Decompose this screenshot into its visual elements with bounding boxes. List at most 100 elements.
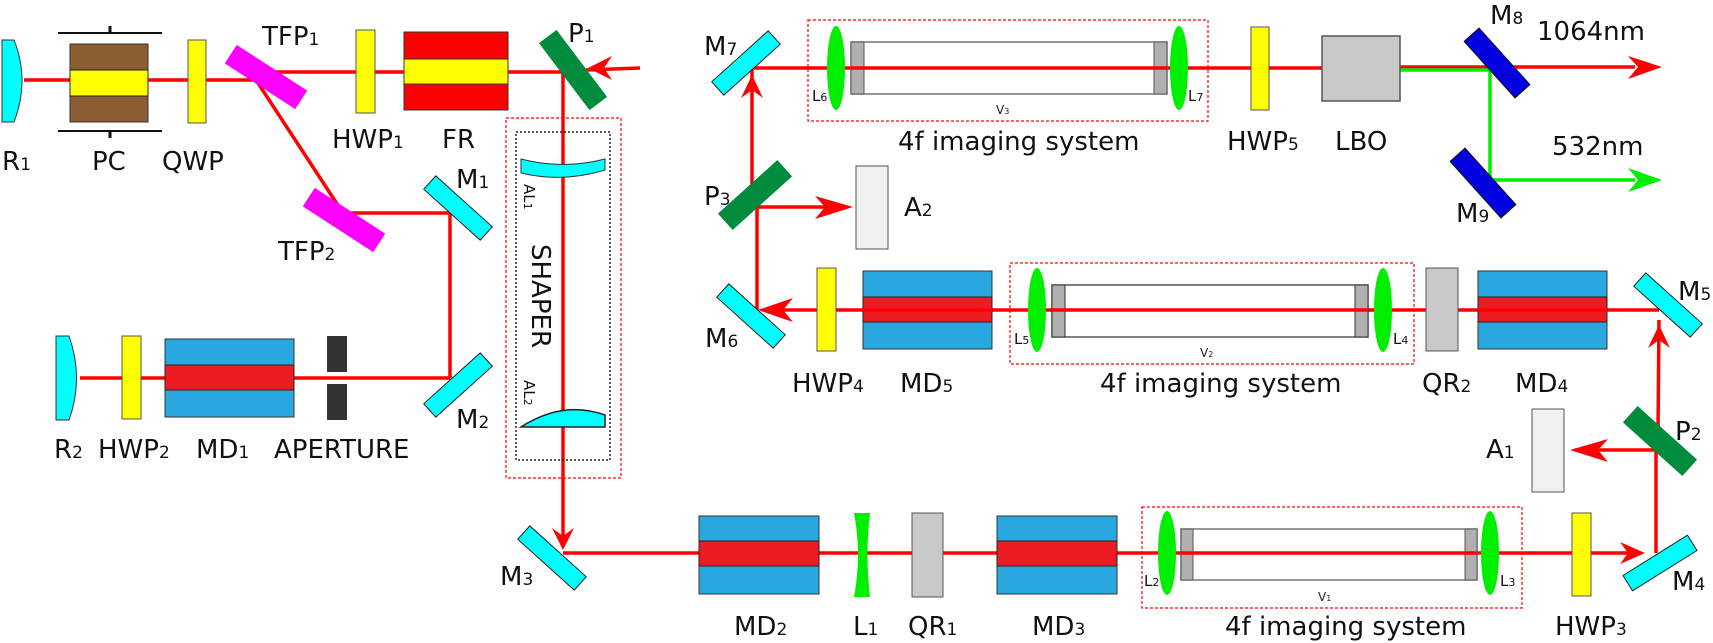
p2-polarizer [1622, 406, 1698, 476]
m1-mirror [423, 175, 493, 241]
hwp3-waveplate [1571, 512, 1592, 597]
label-hwp2: HWP2 [98, 435, 170, 465]
label-shaper: SHAPER [525, 244, 555, 348]
pockels-cell [58, 26, 162, 138]
output-532-label: 532nm [1552, 132, 1643, 162]
label-hwp3: HWP3 [1555, 612, 1627, 642]
label-md5: MD5 [900, 369, 953, 399]
md2-module [698, 515, 820, 595]
label-pc: PC [92, 147, 126, 177]
label-md1: MD1 [196, 435, 249, 465]
l6-lens-icon [827, 26, 845, 110]
label-v1: V1 [1318, 590, 1331, 604]
a1-absorber [1531, 408, 1565, 493]
label-lbo: LBO [1335, 127, 1387, 157]
label-m8: M8 [1490, 1, 1523, 31]
label-p2: P2 [1675, 417, 1702, 447]
imaging-system-3-label: 4f imaging system [898, 127, 1139, 157]
label-r1: R1 [2, 147, 31, 177]
label-hwp1: HWP1 [332, 125, 404, 155]
l3-lens-icon [1481, 511, 1499, 595]
label-md2: MD2 [734, 612, 787, 642]
imaging-system-1-label: 4f imaging system [1225, 612, 1466, 642]
r1-mirror-icon [1, 39, 23, 123]
output-532-arrow-icon [1628, 168, 1662, 192]
hwp4-waveplate [816, 267, 837, 352]
imaging-system-2-box [1009, 262, 1415, 365]
label-v3: V3 [996, 103, 1009, 117]
qr1-rotator [911, 512, 944, 598]
hwp1-waveplate [355, 29, 376, 114]
al2-lens-icon [518, 408, 606, 428]
label-m7: M7 [704, 32, 737, 62]
label-p3: P3 [704, 182, 731, 212]
m7-mirror [711, 30, 781, 96]
label-l5: L5 [1014, 330, 1029, 348]
l2-lens-icon [1158, 511, 1176, 595]
l7-lens-icon [1170, 26, 1188, 110]
l5-lens-icon [1028, 268, 1046, 352]
imaging-system-3-box [807, 19, 1209, 122]
r2-mirror-icon [55, 335, 77, 421]
label-hwp4: HWP4 [792, 369, 864, 399]
faraday-rotator [403, 31, 509, 111]
m4-mirror [1622, 534, 1698, 592]
shaper-outer-box [505, 117, 622, 479]
input-arrow-icon [588, 56, 612, 80]
label-l4: L4 [1393, 330, 1408, 348]
imaging-system-1-box [1141, 506, 1523, 609]
label-m4: M4 [1672, 567, 1705, 597]
label-tfp2: TFP2 [277, 237, 335, 267]
al1-lens-icon [520, 158, 606, 178]
label-l6: L6 [812, 87, 827, 105]
label-fr: FR [442, 125, 475, 155]
label-l1: L1 [853, 612, 878, 642]
label-l7: L7 [1188, 87, 1203, 105]
m2-mirror [423, 352, 493, 418]
label-md3: MD3 [1032, 612, 1085, 642]
output-1064-arrow-icon [1628, 56, 1662, 79]
label-al1: AL1 [520, 184, 538, 210]
label-tfp1: TFP1 [261, 22, 319, 52]
md3-module [996, 515, 1118, 595]
a2-absorber [855, 165, 889, 250]
label-m5: M5 [1678, 277, 1711, 307]
label-a1: A1 [1486, 435, 1515, 465]
m5-mirror [1633, 272, 1703, 338]
hwp5-waveplate [1250, 26, 1270, 111]
label-p1: P1 [568, 19, 595, 49]
label-m3: M3 [500, 562, 533, 592]
label-md4: MD4 [1515, 369, 1568, 399]
m8-mirror [1463, 27, 1531, 99]
label-r2: R2 [54, 435, 83, 465]
md1-module [164, 338, 295, 418]
tfp2-polarizer [302, 187, 386, 253]
label-m6: M6 [705, 324, 738, 354]
label-m9: M9 [1456, 199, 1489, 229]
m6-mirror [716, 283, 786, 349]
label-l2: L2 [1144, 572, 1159, 590]
p1-polarizer [538, 29, 608, 111]
label-v2: V2 [1200, 346, 1213, 360]
label-qr2: QR2 [1422, 369, 1471, 399]
imaging-system-2-label: 4f imaging system [1100, 369, 1341, 399]
output-1064-label: 1064nm [1537, 17, 1645, 47]
qr2-rotator [1425, 267, 1459, 352]
label-l3: L3 [1500, 572, 1515, 590]
label-a2: A2 [904, 193, 933, 223]
m3-mirror [517, 525, 587, 591]
label-qr1: QR1 [908, 612, 957, 642]
label-m2: M2 [456, 405, 489, 435]
hwp2-waveplate [121, 335, 142, 420]
aperture [327, 336, 347, 420]
l4-lens-icon [1374, 268, 1392, 352]
label-m1: M1 [456, 165, 489, 195]
l1-lens-icon [854, 513, 870, 597]
m9-mirror [1449, 147, 1517, 219]
beam-paths [24, 56, 1670, 564]
p3-polarizer [717, 160, 793, 230]
label-qwp: QWP [162, 147, 224, 177]
label-aperture: APERTURE [274, 435, 409, 465]
lbo-crystal [1321, 35, 1401, 102]
